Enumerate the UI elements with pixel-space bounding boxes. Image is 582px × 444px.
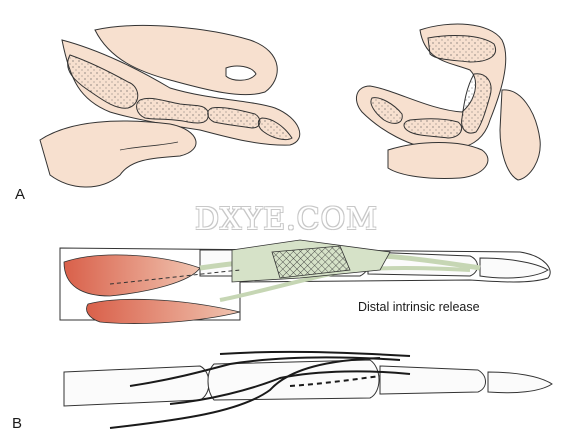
- distal-phalanx-u: [479, 257, 549, 279]
- proximal-phalanx: [136, 97, 209, 124]
- watermark: DXYE.COM: [195, 202, 378, 237]
- panel-a-right-hand: [355, 23, 541, 181]
- lumbrical-muscle: [63, 254, 201, 297]
- distal-phalanx-l: [487, 371, 553, 394]
- distal-intrinsic-release-label: Distal intrinsic release: [358, 300, 480, 314]
- distal-phalanx-r: [370, 97, 403, 124]
- middle-phalanx-r: [403, 118, 463, 139]
- hatched-release-zone: [271, 245, 351, 279]
- interosseous-muscle: [86, 298, 241, 324]
- tendon-line-3: [109, 357, 381, 429]
- middle-phalanx: [207, 107, 261, 129]
- panel-b-upper: [59, 239, 551, 324]
- examiner-palm-r: [499, 89, 541, 181]
- fingernail: [225, 65, 257, 81]
- middle-phalanx-l: [379, 365, 486, 395]
- distal-phalanx: [257, 117, 293, 141]
- bent-finger-bones: [370, 35, 496, 139]
- panel-b-label: B: [12, 415, 23, 432]
- skeleton-outline-upper: [59, 247, 551, 321]
- metacarpal-bone-r: [427, 35, 496, 63]
- tendon-line-4: [219, 350, 411, 357]
- tendon-line-dashed: [289, 375, 381, 387]
- tendon-line-2: [169, 370, 411, 405]
- examiner-thumb-r: [387, 142, 489, 179]
- panel-a-label: A: [15, 186, 26, 203]
- finger-bones: [67, 54, 293, 141]
- panel-a-left-hand: [39, 24, 301, 188]
- release-cut-line: [109, 269, 241, 285]
- examiner-hand-bottom: [39, 120, 197, 188]
- tendon-line-1: [129, 356, 401, 387]
- metacarpal-bone: [67, 54, 139, 109]
- panel-b-lower: [63, 350, 553, 429]
- proximal-phalanx-r: [461, 73, 492, 134]
- proximal-phalanx-l: [207, 359, 380, 401]
